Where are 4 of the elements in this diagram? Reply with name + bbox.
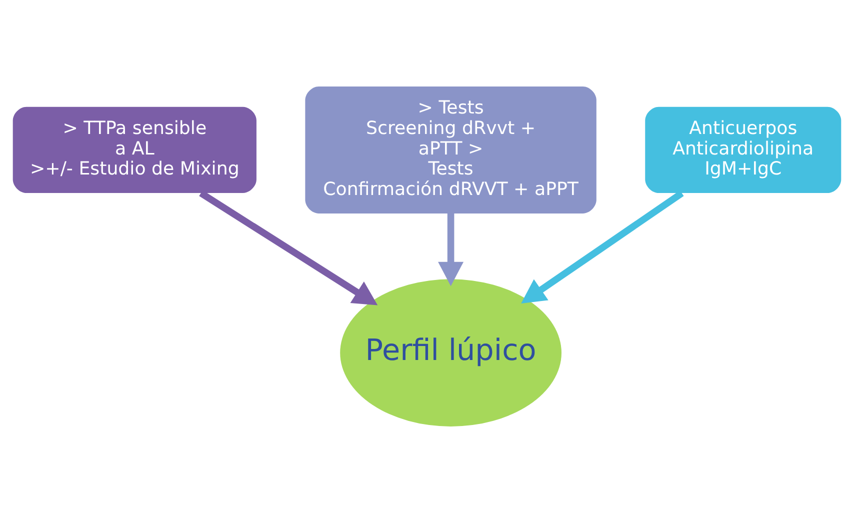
arrow [438,212,464,286]
node-box: > Tests Screening dRvvt + aPTT > Tests Confirmación dRVVT + aPPT [305,86,596,213]
node-box: Anticuerpos Anticardiolipina IgM+IgC [645,106,842,193]
node-box: > TTPa sensible a AL >+/- Estudio de Mixing [12,106,256,193]
